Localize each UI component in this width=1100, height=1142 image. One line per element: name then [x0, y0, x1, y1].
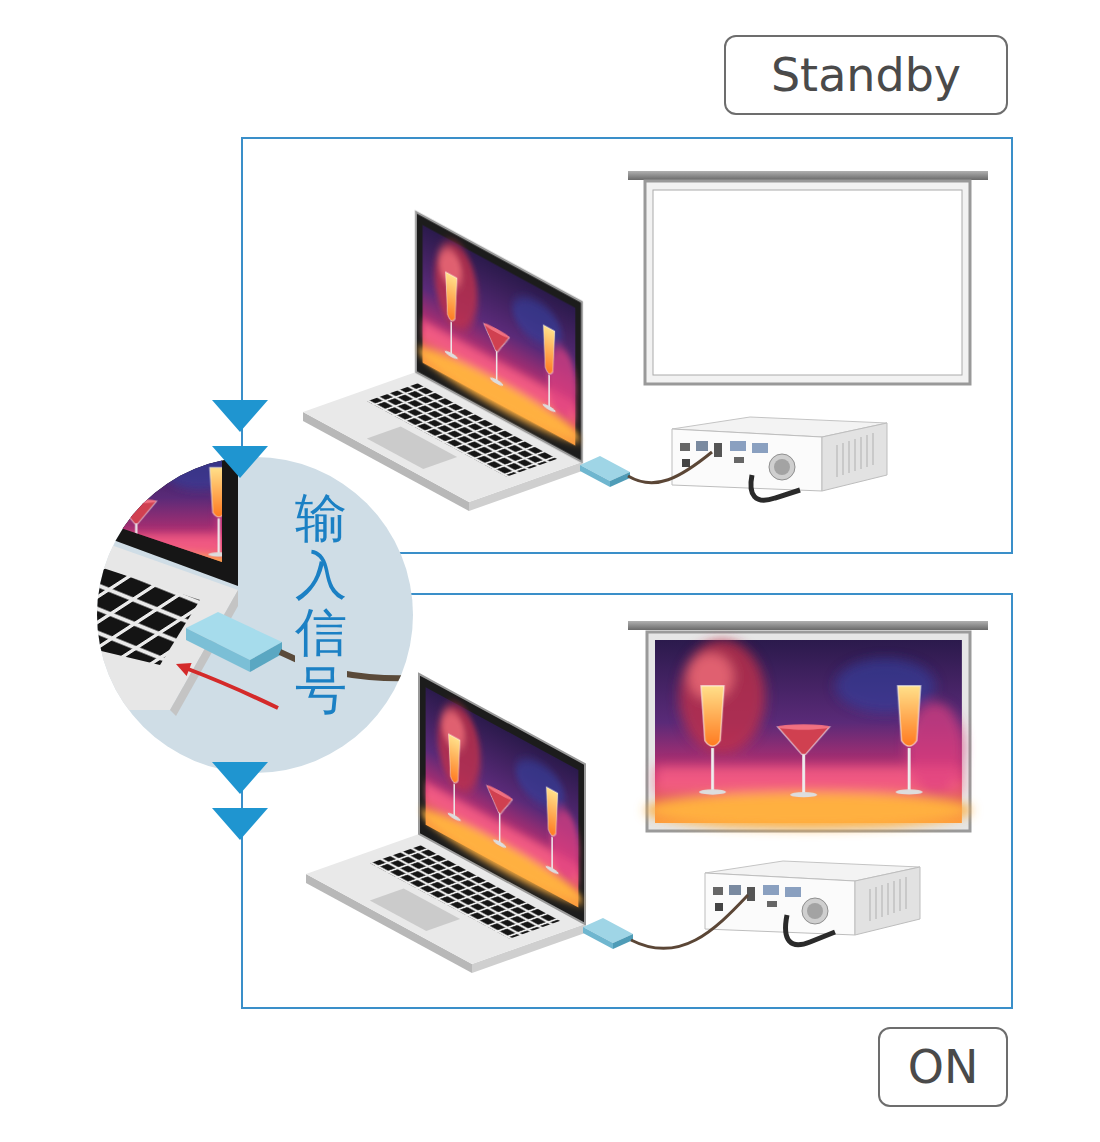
projector: [672, 417, 887, 491]
projection-screen: [628, 621, 988, 630]
standby-panel: [242, 138, 1012, 553]
cable: [628, 452, 835, 948]
projector: [705, 861, 920, 935]
zoom-circle: 输入信号: [97, 457, 413, 773]
laptop: [303, 212, 630, 511]
projection-screen: [628, 171, 988, 384]
flow-triangle: [212, 808, 268, 840]
flow-triangle: [212, 762, 268, 794]
state-label: Standby: [771, 50, 961, 101]
state-label: ON: [908, 1042, 979, 1093]
cable: [786, 915, 835, 945]
cable: [631, 895, 748, 948]
zoom-detail: [186, 628, 250, 672]
zoom-detail: [13, 430, 416, 716]
projection-screen: [628, 171, 988, 180]
signal-label: 输入信号: [295, 490, 347, 719]
flow-triangle: [212, 400, 268, 432]
projection-screen: [645, 181, 970, 384]
state-box: Standby: [724, 35, 1008, 115]
projection-screen: [645, 640, 971, 828]
zoom-detail: [188, 669, 278, 708]
cable: [751, 475, 800, 500]
projection-screen: [653, 190, 962, 375]
zoom-detail: [176, 663, 192, 676]
flow-triangle: [212, 446, 268, 478]
state-box: ON: [878, 1027, 1008, 1107]
projection-screen: [628, 621, 988, 831]
cable: [628, 452, 712, 483]
zoom-lens: [97, 457, 413, 773]
zoom-detail: [97, 566, 200, 665]
zoom-detail: [250, 642, 282, 672]
